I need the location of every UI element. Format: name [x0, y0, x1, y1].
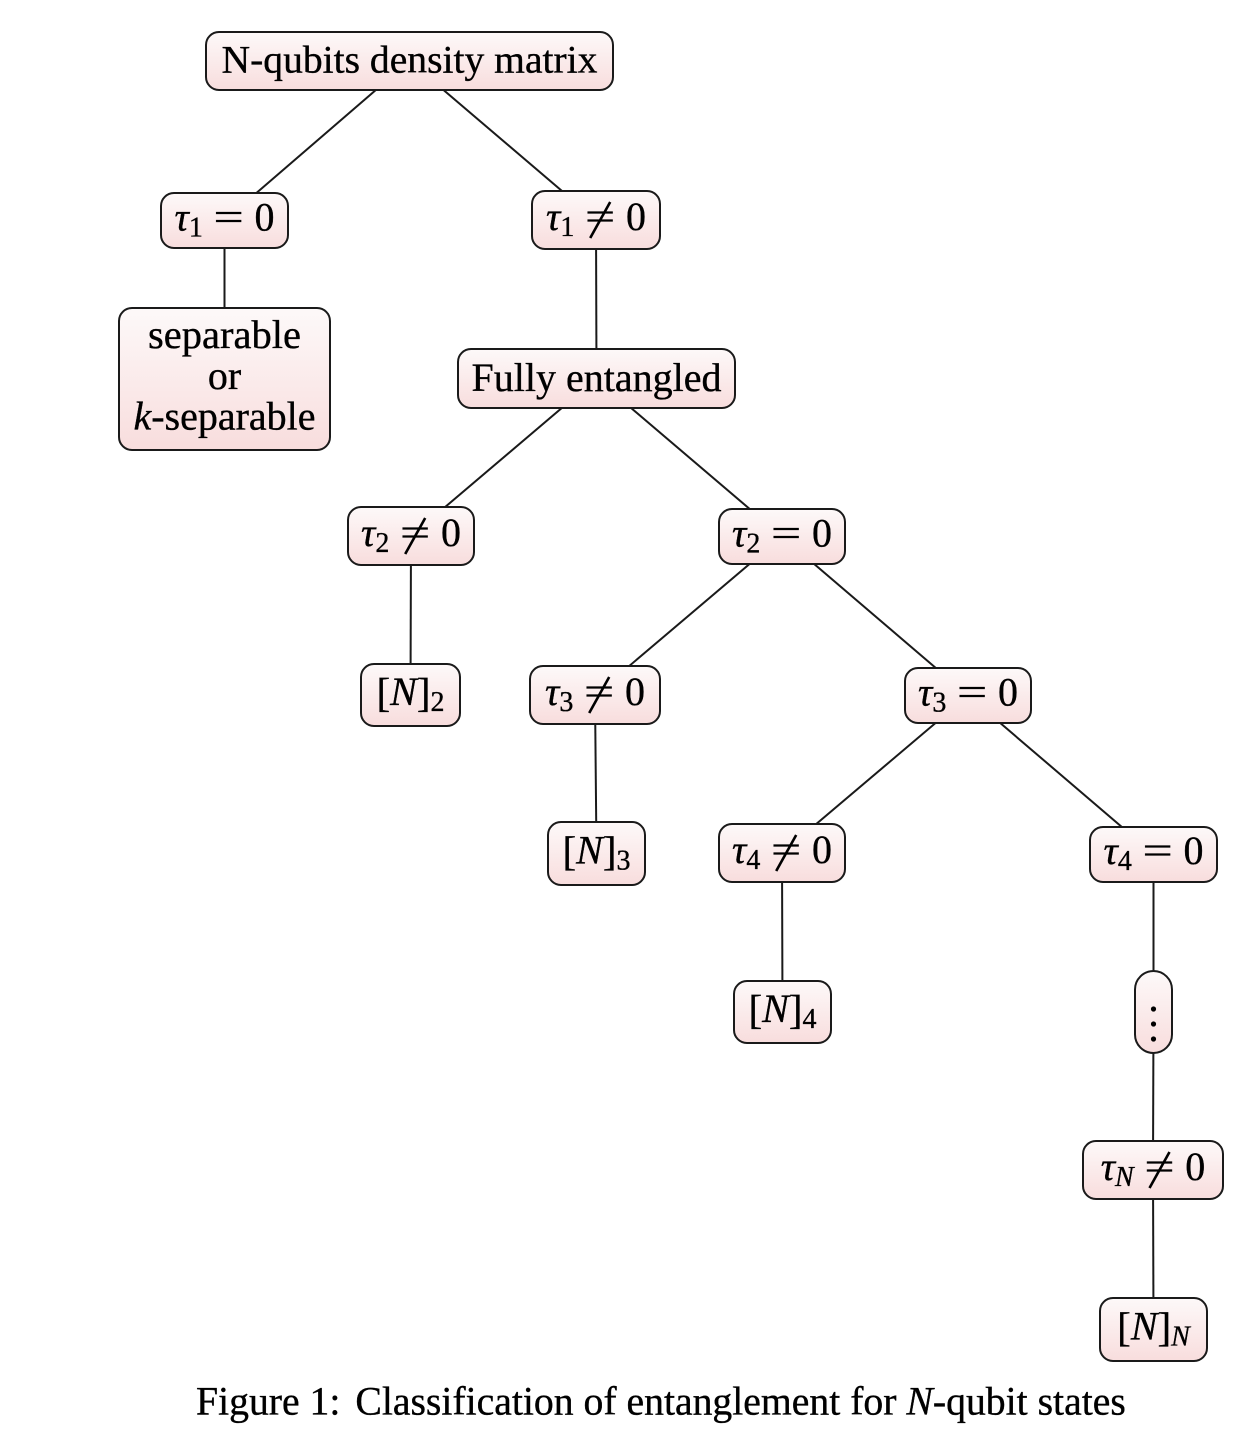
svg-text:τ2=0: τ2=0 — [361, 510, 461, 559]
svg-text:τ3=0: τ3=0 — [918, 670, 1018, 719]
svg-text:τ4=0: τ4=0 — [732, 827, 832, 876]
svg-text:τ1=0: τ1=0 — [546, 194, 646, 243]
svg-text:[N]4: [N]4 — [749, 986, 817, 1035]
svg-text:or: or — [208, 353, 241, 398]
svg-text:k-separable: k-separable — [133, 394, 315, 439]
svg-text:Figure 1: Classification of en: Figure 1: Classification of entanglement… — [196, 1380, 1126, 1424]
svg-text:τ3=0: τ3=0 — [545, 669, 645, 718]
svg-text:separable: separable — [148, 312, 301, 357]
svg-text:τ4=0: τ4=0 — [1104, 828, 1204, 877]
svg-text:τ1=0: τ1=0 — [175, 195, 275, 244]
svg-text:[N]3: [N]3 — [563, 828, 631, 877]
svg-text:[N]N: [N]N — [1117, 1304, 1191, 1353]
svg-text:[N]2: [N]2 — [377, 669, 445, 718]
svg-text:N-qubits density matrix: N-qubits density matrix — [222, 38, 598, 82]
svg-text:τN=0: τN=0 — [1101, 1144, 1206, 1193]
svg-text:τ2=0: τ2=0 — [732, 511, 832, 560]
svg-text:Fully entangled: Fully entangled — [472, 355, 722, 400]
